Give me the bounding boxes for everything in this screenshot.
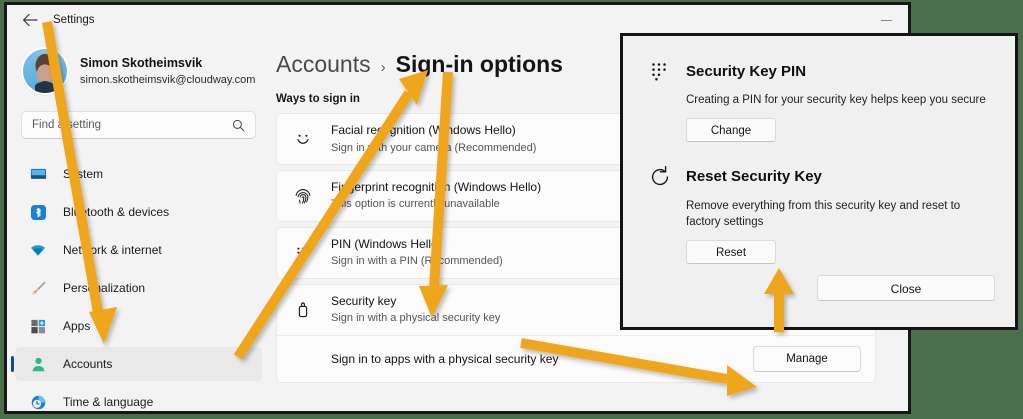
- sidebar: Simon Skotheimsvik simon.skotheimsvik@cl…: [7, 35, 270, 411]
- bluetooth-icon: [29, 203, 47, 221]
- dialog-section-title: Reset Security Key: [686, 168, 822, 186]
- dialog-button-wrap: Change: [686, 117, 993, 142]
- dialog-section-header: Security Key PIN: [645, 56, 993, 86]
- title-bar: Settings: [7, 5, 908, 35]
- profile-block[interactable]: Simon Skotheimsvik simon.skotheimsvik@cl…: [7, 35, 270, 103]
- sidebar-item-system[interactable]: System: [15, 157, 262, 191]
- option-title: Fingerprint recognition (Windows Hello): [331, 179, 542, 194]
- minimize-button[interactable]: [864, 5, 908, 35]
- face-smile-icon: [291, 127, 315, 151]
- close-button[interactable]: Close: [817, 275, 995, 301]
- security-key-detail-label: Sign in to apps with a physical security…: [331, 351, 559, 366]
- sidebar-item-bluetooth-devices[interactable]: Bluetooth & devices: [15, 195, 262, 229]
- window-title: Settings: [53, 14, 95, 26]
- dialog-section-reset-security-key: Reset Security Key Remove everything fro…: [623, 162, 1015, 265]
- sidebar-item-label: Accounts: [63, 357, 113, 371]
- option-subtitle: Sign in with a physical security key: [331, 312, 501, 325]
- change-pin-button[interactable]: Change: [686, 117, 776, 142]
- monitor-icon: [29, 165, 47, 183]
- search-box[interactable]: Find a setting: [21, 111, 256, 139]
- minimize-icon: [880, 19, 892, 21]
- option-subtitle: Sign in with your camera (Recommended): [331, 141, 537, 154]
- profile-email: simon.skotheimsvik@cloudway.com: [80, 73, 256, 86]
- security-key-icon: [291, 298, 315, 322]
- pin-dots-icon: [645, 56, 675, 86]
- sidebar-item-label: Bluetooth & devices: [63, 205, 170, 219]
- fingerprint-icon: [291, 184, 315, 208]
- sidebar-item-label: Personalization: [63, 281, 146, 295]
- sidebar-item-network-internet[interactable]: Network & internet: [15, 233, 262, 267]
- dialog-section-description: Remove everything from this security key…: [686, 199, 961, 229]
- dialog-section-description: Creating a PIN for your security key hel…: [686, 94, 986, 106]
- search-input[interactable]: Find a setting: [32, 119, 102, 131]
- breadcrumb-parent[interactable]: Accounts: [276, 51, 371, 77]
- sidebar-item-label: Network & internet: [63, 243, 162, 257]
- option-title: Security key: [331, 293, 397, 308]
- search-icon: [232, 119, 245, 132]
- pin-dots-icon: [291, 241, 315, 265]
- wifi-icon: [29, 241, 47, 259]
- security-key-dialog: Security Key PIN Creating a PIN for your…: [620, 33, 1018, 330]
- clock-globe-icon: [29, 393, 47, 411]
- sidebar-nav: System Bluetooth & devices: [7, 157, 270, 411]
- window-controls: [864, 5, 908, 35]
- sidebar-item-accounts[interactable]: Accounts: [11, 347, 262, 381]
- option-text: Fingerprint recognition (Windows Hello) …: [331, 180, 541, 212]
- option-subtitle: Sign in with a PIN (Recommended): [331, 255, 503, 268]
- sidebar-item-label: Time & language: [63, 395, 154, 409]
- avatar: [23, 49, 67, 93]
- option-title: Facial recognition (Windows Hello): [331, 123, 516, 137]
- person-icon: [29, 355, 47, 373]
- paintbrush-icon: [29, 279, 47, 297]
- reset-circular-arrow-icon: [645, 162, 675, 192]
- sidebar-item-label: Apps: [63, 319, 91, 333]
- dialog-section-header: Reset Security Key: [645, 162, 993, 192]
- apps-grid-icon: [29, 317, 47, 335]
- reset-security-key-button[interactable]: Reset: [686, 240, 776, 265]
- profile-name: Simon Skotheimsvik: [80, 55, 203, 70]
- sidebar-item-apps[interactable]: Apps: [15, 309, 262, 343]
- breadcrumb-separator-icon: ›: [380, 59, 386, 76]
- dialog-section-security-key-pin: Security Key PIN Creating a PIN for your…: [623, 56, 1015, 142]
- option-subtitle: This option is currently unavailable: [331, 198, 500, 211]
- dialog-button-wrap: Reset: [686, 240, 993, 265]
- sidebar-item-personalization[interactable]: Personalization: [15, 271, 262, 305]
- option-title: PIN (Windows Hello): [331, 236, 442, 251]
- dialog-section-title: Security Key PIN: [686, 62, 807, 80]
- security-key-detail-row: Sign in to apps with a physical security…: [277, 334, 875, 382]
- back-arrow-icon[interactable]: [19, 9, 41, 31]
- option-text: PIN (Windows Hello) Sign in with a PIN (…: [331, 237, 503, 269]
- option-text: Facial recognition (Windows Hello) Sign …: [331, 123, 536, 155]
- page-title: Sign-in options: [395, 51, 563, 77]
- sidebar-item-label: System: [63, 167, 104, 181]
- option-text: Security key Sign in with a physical sec…: [331, 294, 500, 326]
- manage-button[interactable]: Manage: [753, 345, 861, 372]
- profile-text: Simon Skotheimsvik simon.skotheimsvik@cl…: [80, 55, 255, 88]
- sidebar-item-time-language[interactable]: Time & language: [15, 385, 262, 411]
